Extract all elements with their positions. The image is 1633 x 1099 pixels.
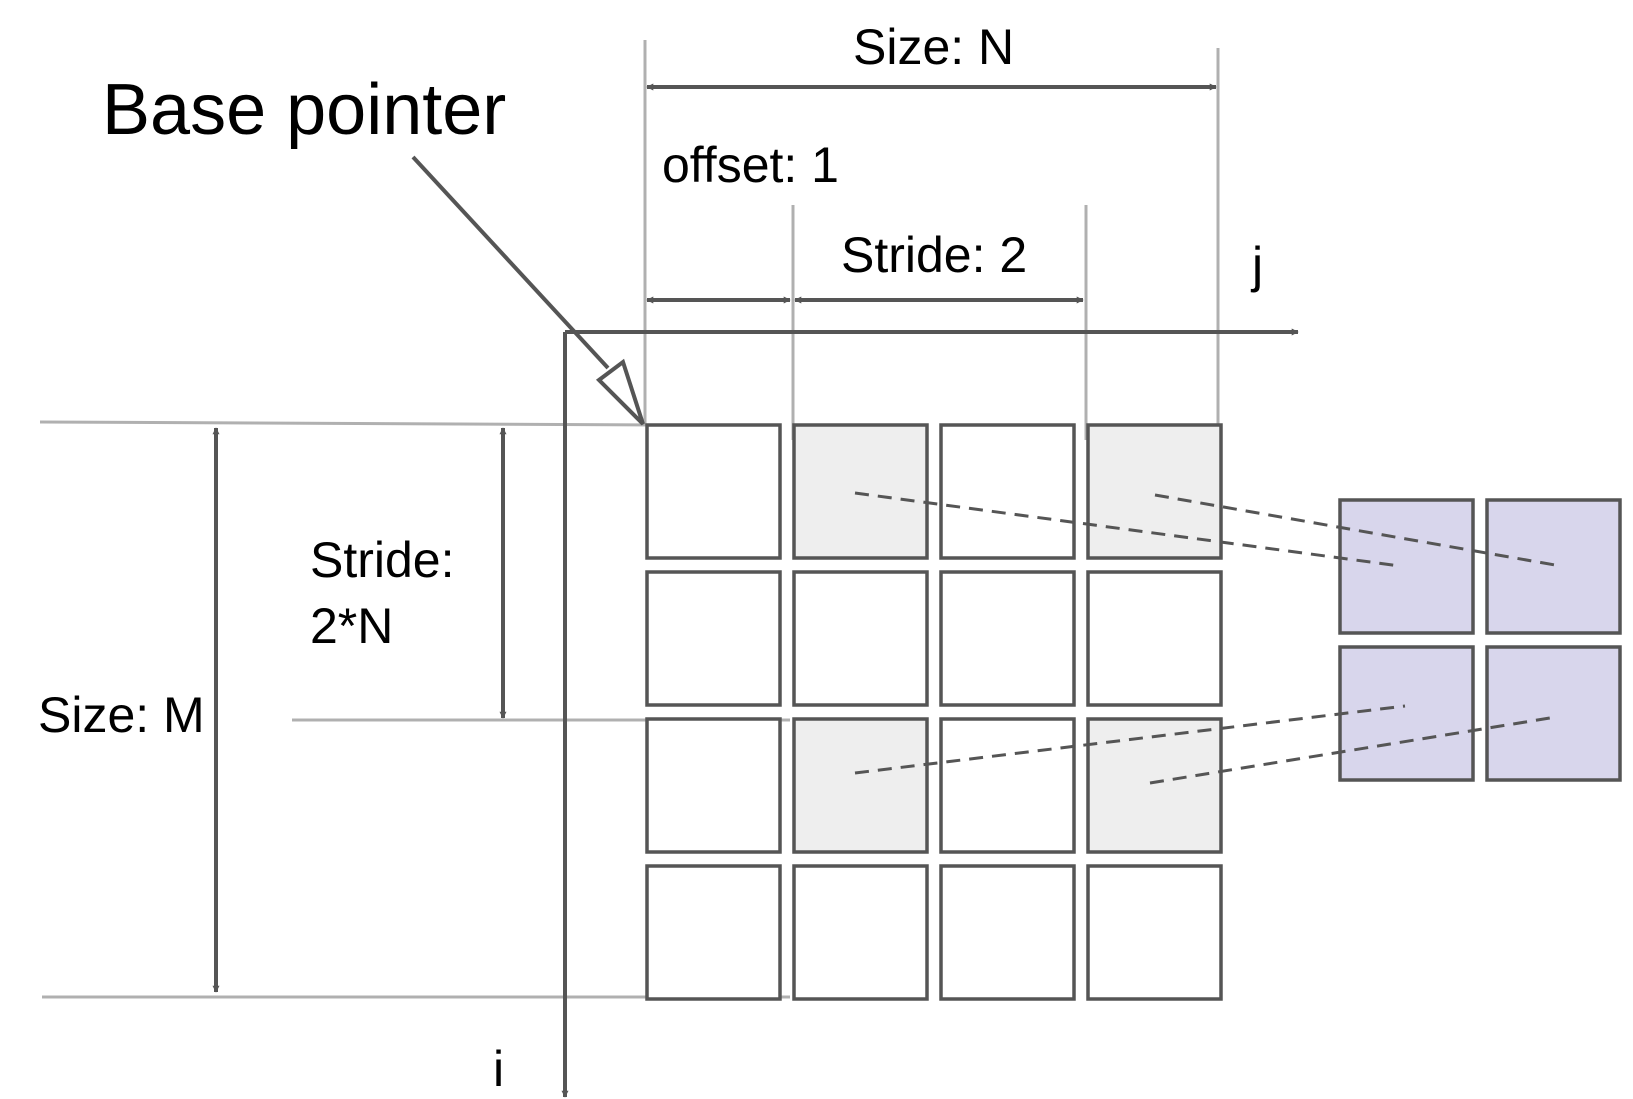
- size-m-label: Size: M: [38, 687, 205, 743]
- result-grid: [1338, 498, 1622, 782]
- matrix-cell-r2-c2: [939, 717, 1076, 854]
- matrix-cell-r2-c3: [1086, 717, 1223, 854]
- matrix-cell-r1-c0: [645, 570, 782, 707]
- matrix-grid: [645, 423, 1223, 1001]
- size-n-label: Size: N: [853, 19, 1014, 75]
- matrix-cell-r3-c3: [1086, 864, 1223, 1001]
- matrix-cell-r0-c3: [1086, 423, 1223, 560]
- result-cell-r1-c0: [1338, 645, 1475, 782]
- stride-row-label-line2: 2*N: [310, 598, 393, 654]
- matrix-cell-r1-c1: [792, 570, 929, 707]
- base-pointer-head: [595, 358, 645, 426]
- base-pointer-label: Base pointer: [102, 70, 506, 150]
- base-pointer-arrow: [411, 155, 645, 426]
- projection-lines: [854, 491, 1556, 785]
- result-cell-r0-c0: [1338, 498, 1475, 635]
- j-axis-label: j: [1250, 237, 1263, 293]
- result-cell-r1-c1: [1485, 645, 1622, 782]
- stride-row-label-line1: Stride:: [310, 532, 455, 588]
- projection-line: [854, 704, 1406, 775]
- matrix-cell-r2-c0: [645, 717, 782, 854]
- i-axis-label: i: [493, 1041, 504, 1097]
- matrix-cell-r0-c1: [792, 423, 929, 560]
- matrix-cell-r0-c0: [645, 423, 782, 560]
- matrix-cell-r3-c0: [645, 864, 782, 1001]
- offset-label: offset: 1: [662, 137, 839, 193]
- matrix-cell-r3-c2: [939, 864, 1076, 1001]
- guide-lines: [39, 40, 1220, 999]
- matrix-cell-r0-c2: [939, 423, 1076, 560]
- labels: Base pointer Size: N offset: 1 Stride: 2…: [38, 19, 1263, 1097]
- matrix-cell-r2-c1: [792, 717, 929, 854]
- matrix-cell-r1-c2: [939, 570, 1076, 707]
- matrix-cell-r3-c1: [792, 864, 929, 1001]
- axes: [561, 328, 1299, 1098]
- matrix-cell-r1-c3: [1086, 570, 1223, 707]
- dimension-arrows: [212, 83, 1217, 993]
- base-pointer-shaft: [411, 155, 610, 370]
- result-cell-r0-c1: [1485, 498, 1622, 635]
- stride-col-label: Stride: 2: [841, 227, 1027, 283]
- guide-top-row: [39, 420, 651, 427]
